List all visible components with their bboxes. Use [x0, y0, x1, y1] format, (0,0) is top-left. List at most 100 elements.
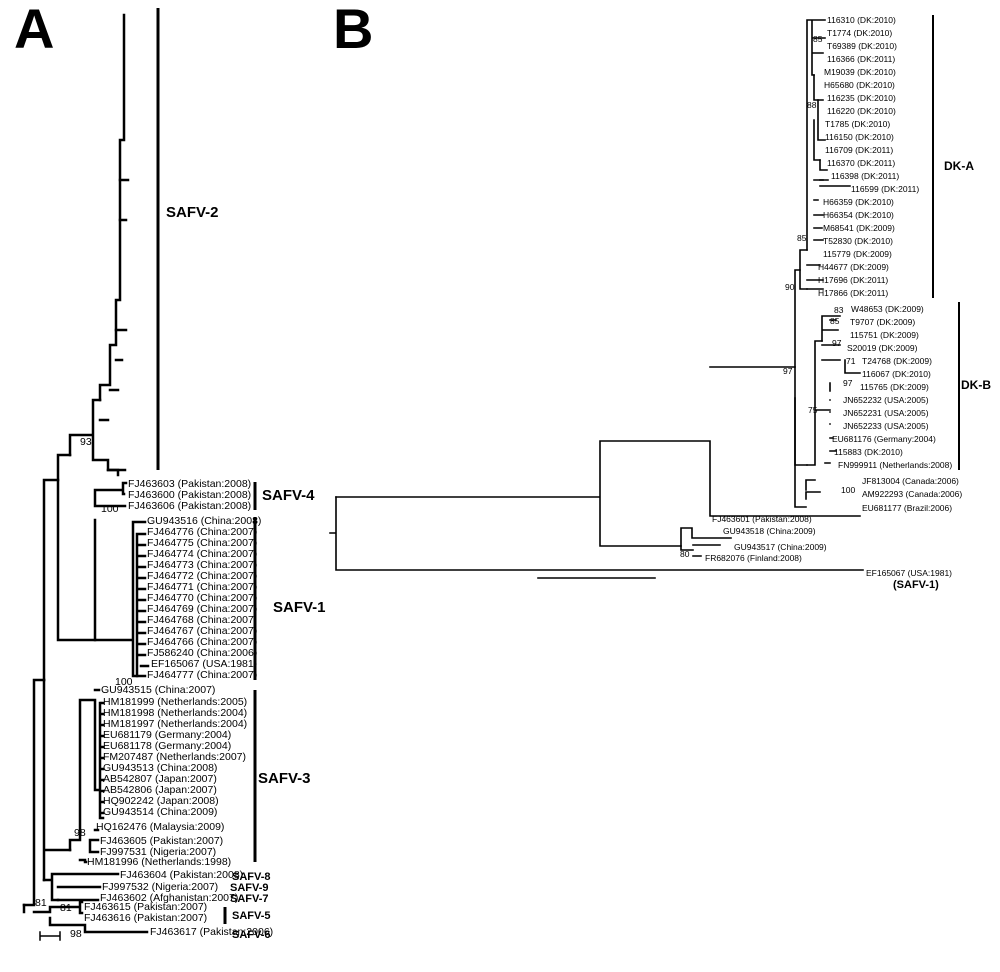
panel-b-clade-labels: DK-A DK-B (SAFV-1) — [893, 159, 991, 591]
leaf-label-b: 116709 (DK:2011) — [825, 145, 893, 155]
panel-b-leaf-labels: 116310 (DK:2010) T1774 (DK:2010) T69389 (D… — [705, 15, 962, 578]
leaf-label-b: H66359 (DK:2010) — [823, 197, 894, 207]
leaf-label-a: FJ463600 (Pakistan:2008) — [128, 489, 251, 501]
leaf-label-b: 115765 (DK:2009) — [860, 382, 929, 392]
leaf-label-b: T9707 (DK:2009) — [850, 317, 915, 327]
clade-label-b: DK-A — [944, 159, 974, 173]
leaf-label-a: HQ902242 (Japan:2008) — [103, 795, 219, 807]
panel-a-scale-bar — [39, 931, 61, 941]
leaf-label-b: JN652231 (USA:2005) — [843, 408, 929, 418]
leaf-label-a: HM181997 (Netherlands:2004) — [103, 718, 247, 730]
leaf-label-a: GU943516 (China:2008) — [147, 515, 261, 527]
bootstrap-value-a: 81 — [35, 897, 47, 909]
leaf-label-b: H17866 (DK:2011) — [818, 288, 888, 298]
leaf-label-b: T1774 (DK:2010) — [827, 28, 892, 38]
leaf-label-a: FJ463616 (Pakistan:2007) — [84, 912, 207, 924]
clade-label-a: SAFV-4 — [262, 487, 315, 504]
leaf-label-b: H17696 (DK:2011) — [818, 275, 888, 285]
leaf-label-b: 116310 (DK:2010) — [827, 15, 896, 25]
bootstrap-value-b: 88 — [807, 100, 817, 110]
bootstrap-value-a: 93 — [80, 436, 92, 448]
leaf-label-b: H44677 (DK:2009) — [818, 262, 889, 272]
leaf-label-a: HM181998 (Netherlands:2004) — [103, 707, 247, 719]
leaf-label-a: FJ464777 (China:2007) — [147, 669, 257, 681]
leaf-label-a: FJ464772 (China:2007) — [147, 570, 257, 582]
bootstrap-value-a: 100 — [115, 676, 133, 688]
leaf-label-a: FJ463602 (Afghanistan:2007) — [100, 892, 238, 904]
leaf-label-a: FJ586240 (China:2006) — [147, 647, 257, 659]
leaf-label-a: FJ464767 (China:2007) — [147, 625, 257, 637]
clade-label-a: SAFV-5 — [232, 910, 271, 922]
leaf-label-a: FJ463603 (Pakistan:2008) — [128, 478, 251, 490]
leaf-label-b: H66354 (DK:2010) — [823, 210, 894, 220]
leaf-label-a: FM207487 (Netherlands:2007) — [103, 751, 246, 763]
leaf-label-b: 116235 (DK:2010) — [827, 93, 896, 103]
leaf-label-b: JN652233 (USA:2005) — [843, 421, 929, 431]
leaf-label-b: S20019 (DK:2009) — [847, 343, 918, 353]
panel-a-branches — [22, 13, 150, 934]
bootstrap-value-b: 85 — [830, 316, 840, 326]
bootstrap-value-b: 75 — [808, 405, 818, 415]
leaf-label-a: FJ464771 (China:2007) — [147, 581, 257, 593]
leaf-label-a: FJ997532 (Nigeria:2007) — [102, 881, 218, 893]
panel-a-letter: A — [14, 0, 55, 60]
clade-label-a: SAFV-2 — [166, 204, 219, 221]
leaf-label-b: FJ463601 (Pakistan:2008) — [712, 514, 812, 524]
leaf-label-b: 116067 (DK:2010) — [862, 369, 931, 379]
clade-label-a: SAFV-6 — [232, 929, 271, 941]
leaf-label-b: 116398 (DK:2011) — [831, 171, 899, 181]
leaf-label-a: FJ464768 (China:2007 — [147, 614, 254, 626]
bootstrap-value-b: 85 — [797, 233, 807, 243]
leaf-label-a: FJ464766 (China:2007) — [147, 636, 257, 648]
leaf-label-b: 116220 (DK:2010) — [827, 106, 896, 116]
leaf-label-b: JF813004 (Canada:2006) — [862, 476, 959, 486]
leaf-label-b: JN652232 (USA:2005) — [843, 395, 929, 405]
leaf-label-b: GU943517 (China:2009) — [734, 542, 827, 552]
leaf-label-a: HM181999 (Netherlands:2005) — [103, 696, 247, 708]
clade-label-b: DK-B — [961, 378, 991, 392]
leaf-label-a: FJ464773 (China:2007) — [147, 559, 257, 571]
panel-a-clade-labels: SAFV-2SAFV-4SAFV-1SAFV-3SAFV-8SAFV-9SAFV… — [166, 204, 326, 941]
leaf-label-b: AM922293 (Canada:2006) — [862, 489, 962, 499]
leaf-label-a: EU681179 (Germany:2004) — [103, 729, 231, 741]
leaf-label-a: FJ463615 (Pakistan:2007) — [84, 901, 207, 913]
clade-bars — [156, 8, 960, 924]
leaf-label-b: EF165067 (USA:1981) — [866, 568, 952, 578]
leaf-label-a: GU943514 (China:2009) — [103, 806, 217, 818]
clade-label-a: SAFV-7 — [230, 893, 269, 905]
leaf-label-b: 116599 (DK:2011) — [851, 184, 919, 194]
bootstrap-value-a: 98 — [70, 928, 82, 940]
leaf-label-b: EU681177 (Brazil:2006) — [862, 503, 952, 513]
bootstrap-value-a: 81 — [60, 902, 72, 914]
panel-b-branches — [329, 19, 864, 571]
leaf-label-b: M19039 (DK:2010) — [824, 67, 896, 77]
bootstrap-value-b: 100 — [841, 485, 855, 495]
clade-label-b: (SAFV-1) — [893, 579, 939, 591]
leaf-label-a: FJ463617 (Pakistan:2006) — [150, 926, 273, 938]
leaf-label-b: EU681176 (Germany:2004) — [832, 434, 936, 444]
leaf-label-a: FJ463606 (Pakistan:2008) — [128, 500, 251, 512]
panel-b-letter: B — [333, 0, 374, 60]
clade-label-a: SAFV-9 — [230, 882, 269, 894]
leaf-label-b: 116150 (DK:2010) — [825, 132, 894, 142]
leaf-label-b: H65680 (DK:2010) — [824, 80, 895, 90]
bootstrap-value-a: 98 — [74, 827, 86, 839]
leaf-label-b: FR682076 (Finland:2008) — [705, 553, 802, 563]
leaf-label-b: W48653 (DK:2009) — [851, 304, 924, 314]
bootstrap-value-b: 97 — [843, 378, 853, 388]
leaf-label-b: 115751 (DK:2009) — [850, 330, 919, 340]
leaf-label-a: GU943513 (China:2008) — [103, 762, 217, 774]
leaf-label-b: T69389 (DK:2010) — [827, 41, 897, 51]
leaf-label-b: T24768 (DK:2009) — [862, 356, 932, 366]
leaf-label-a: FJ464769 (China:2007) — [147, 603, 257, 615]
leaf-label-a: GU943515 (China:2007) — [101, 684, 215, 696]
leaf-label-b: 115883 (DK:2010) — [834, 447, 903, 457]
leaf-label-a: FJ463605 (Pakistan:2007) — [100, 835, 223, 847]
panel-a-leaf-labels: FJ463603 (Pakistan:2008)FJ463600 (Pakist… — [84, 478, 273, 938]
leaf-label-b: GU943518 (China:2009) — [723, 526, 816, 536]
clade-label-a: SAFV-3 — [258, 770, 311, 787]
